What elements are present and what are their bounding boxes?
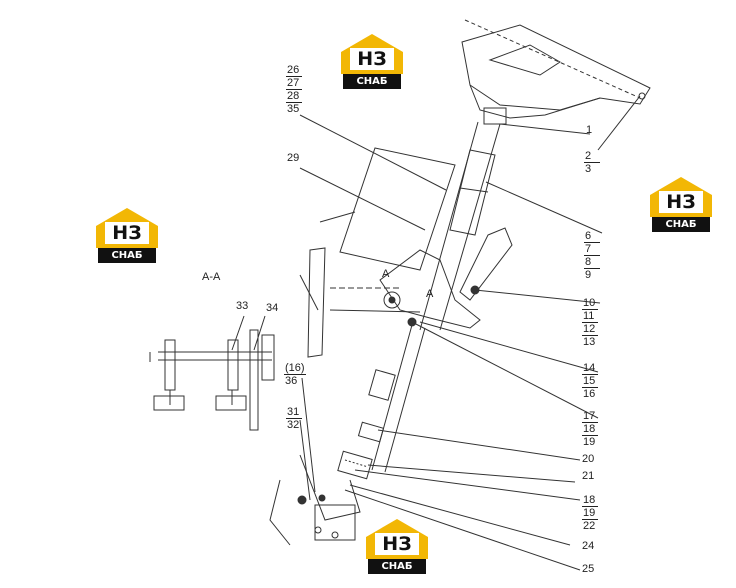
callout-18-22: 18 19 22 bbox=[582, 494, 598, 532]
cut-marker-right: A bbox=[426, 288, 434, 300]
callout-item: 26 bbox=[286, 64, 302, 77]
callout-item: 17 bbox=[582, 410, 598, 423]
logo-sub: СНАБ bbox=[98, 248, 156, 263]
callout-item: 15 bbox=[582, 375, 598, 388]
cut-marker-left: A bbox=[382, 268, 390, 280]
callout-29: 29 bbox=[287, 152, 300, 164]
callout-25: 25 bbox=[582, 563, 595, 575]
callout-item: 14 bbox=[582, 362, 598, 375]
callout-21: 21 bbox=[582, 470, 595, 482]
callout-item: 7 bbox=[584, 243, 600, 256]
watermark-logo-left: НЗ СНАБ bbox=[96, 208, 158, 266]
cab-panel bbox=[319, 147, 456, 271]
callout-item: 35 bbox=[287, 103, 300, 115]
logo-sub: СНАБ bbox=[368, 559, 426, 574]
callout-item: 18 bbox=[582, 494, 598, 507]
callout-20: 20 bbox=[582, 453, 595, 465]
callout-item: 31 bbox=[286, 406, 302, 419]
callout-16-36: (16) 36 bbox=[284, 362, 306, 387]
callout-item: 36 bbox=[285, 375, 298, 387]
section-aa-detail bbox=[149, 329, 275, 431]
logo-mark: НЗ bbox=[350, 48, 394, 70]
callout-item: 2 bbox=[584, 150, 600, 163]
steering-column bbox=[419, 121, 501, 331]
callout-item: 32 bbox=[287, 419, 300, 431]
mount-bracket bbox=[329, 249, 481, 329]
logo-mark: НЗ bbox=[375, 533, 419, 555]
callout-item: 27 bbox=[286, 77, 302, 90]
logo-mark: НЗ bbox=[105, 222, 149, 244]
floor-wall bbox=[299, 247, 326, 358]
callout-6-9: 6 7 8 9 bbox=[584, 230, 600, 281]
logo-mark: НЗ bbox=[659, 191, 703, 213]
leader-lines bbox=[231, 95, 641, 571]
callout-item: 22 bbox=[583, 520, 596, 532]
callout-item: 12 bbox=[582, 323, 598, 336]
callout-item: 11 bbox=[582, 310, 598, 323]
logo-sub: СНАБ bbox=[343, 74, 401, 89]
section-label: A-A bbox=[202, 271, 221, 283]
watermark-logo-right: НЗ СНАБ bbox=[650, 177, 712, 235]
callout-item: 10 bbox=[582, 297, 598, 310]
callout-14-16: 14 15 16 bbox=[582, 362, 598, 400]
callout-item: 3 bbox=[585, 163, 592, 175]
callout-item: 28 bbox=[286, 90, 302, 103]
callout-item: 6 bbox=[584, 230, 600, 243]
logo-sub: СНАБ bbox=[652, 217, 710, 232]
callout-item: 16 bbox=[583, 388, 596, 400]
callout-item: 18 bbox=[582, 423, 598, 436]
callout-33: 33 bbox=[236, 300, 249, 312]
watermark-logo-top: НЗ СНАБ bbox=[341, 34, 403, 92]
callout-17-19: 17 18 19 bbox=[582, 410, 598, 448]
watermark-logo-bottom: НЗ СНАБ bbox=[366, 519, 428, 577]
callout-2-3: 2 3 bbox=[584, 150, 600, 175]
callout-item: 19 bbox=[583, 436, 596, 448]
callout-34: 34 bbox=[266, 302, 279, 314]
callout-item: 8 bbox=[584, 256, 600, 269]
callout-31-32: 31 32 bbox=[286, 406, 302, 431]
callout-24: 24 bbox=[582, 540, 595, 552]
callout-item: 13 bbox=[583, 336, 596, 348]
callout-10-13: 10 11 12 13 bbox=[582, 297, 598, 348]
callout-26-35: 26 27 28 35 bbox=[286, 64, 302, 115]
lower-shaft bbox=[337, 317, 426, 480]
callout-1: 1 bbox=[586, 124, 593, 136]
tilt-lever bbox=[459, 227, 513, 301]
bottom-mount bbox=[269, 454, 361, 546]
callout-item: (16) bbox=[284, 362, 306, 375]
callout-item: 19 bbox=[582, 507, 598, 520]
steering-wheel-housing bbox=[461, 19, 651, 125]
callout-item: 9 bbox=[585, 269, 592, 281]
